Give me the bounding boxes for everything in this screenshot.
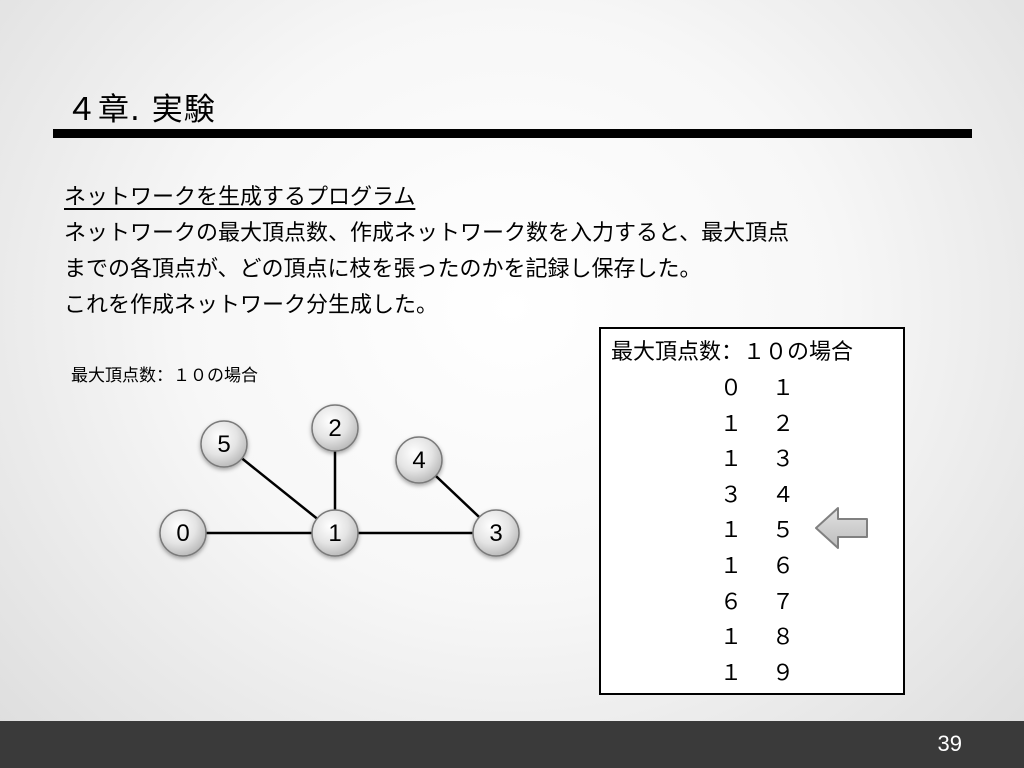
row-to: ４ <box>771 482 794 508</box>
row-from: ６ <box>719 589 742 615</box>
row-from: １ <box>719 518 742 544</box>
row-to: ６ <box>771 553 794 579</box>
row-to: １ <box>771 376 794 401</box>
row-from: １ <box>719 553 742 579</box>
body-text: ネットワークを生成するプログラム ネットワークの最大頂点数、作成ネットワーク数を… <box>64 180 789 324</box>
row-to: ５ <box>771 518 794 544</box>
graph-node-label: 2 <box>328 415 341 442</box>
slide-title: ４章. 実験 <box>66 92 216 128</box>
row-from: １ <box>719 660 742 686</box>
title-rule <box>53 129 972 138</box>
graph-node-label: 5 <box>217 431 230 458</box>
graph-node-2: 2 <box>311 404 359 452</box>
body-line: これを作成ネットワーク分生成した。 <box>64 293 439 318</box>
row-to: ３ <box>771 447 794 473</box>
table-header: 最大頂点数：１０の場合 <box>611 340 854 365</box>
row-to: ７ <box>771 589 794 615</box>
graph-node-1: 1 <box>311 509 359 557</box>
network-graph: 0 1 2 3 4 5 <box>159 404 520 557</box>
page-number: 39 <box>937 731 962 756</box>
row-to: ２ <box>771 411 794 437</box>
graph-caption: 最大頂点数：１０の場合 <box>71 366 258 386</box>
graph-node-circle <box>159 509 207 557</box>
row-from: ０ <box>719 376 742 401</box>
graph-node-circle <box>200 420 248 468</box>
row-to: ８ <box>771 625 794 651</box>
graph-node-circle <box>472 509 520 557</box>
graph-node-circle <box>311 404 359 452</box>
graph-node-3: 3 <box>472 509 520 557</box>
section-heading: ネットワークを生成するプログラム <box>64 185 416 210</box>
graph-node-circle <box>311 509 359 557</box>
row-from: ３ <box>719 482 742 508</box>
graph-node-circle <box>395 436 443 484</box>
row-from: １ <box>719 625 742 651</box>
row-to: ９ <box>771 660 794 686</box>
graph-node-label: 1 <box>328 520 341 547</box>
left-arrow-icon <box>815 507 868 549</box>
graph-nodes: 0 1 2 3 4 5 <box>159 404 520 557</box>
graph-node-label: 0 <box>176 520 189 547</box>
graph-node-5: 5 <box>200 420 248 468</box>
row-from: １ <box>719 411 742 437</box>
graph-node-label: 3 <box>489 520 502 547</box>
body-line: までの各頂点が、どの頂点に枝を張ったのかを記録し保存した。 <box>64 257 702 282</box>
footer-bar: 39 <box>0 721 1024 768</box>
graph-node-label: 4 <box>412 447 425 474</box>
row-from: １ <box>719 447 742 473</box>
body-line: ネットワークの最大頂点数、作成ネットワーク数を入力すると、最大頂点 <box>64 221 790 246</box>
graph-node-4: 4 <box>395 436 443 484</box>
graph-node-0: 0 <box>159 509 207 557</box>
